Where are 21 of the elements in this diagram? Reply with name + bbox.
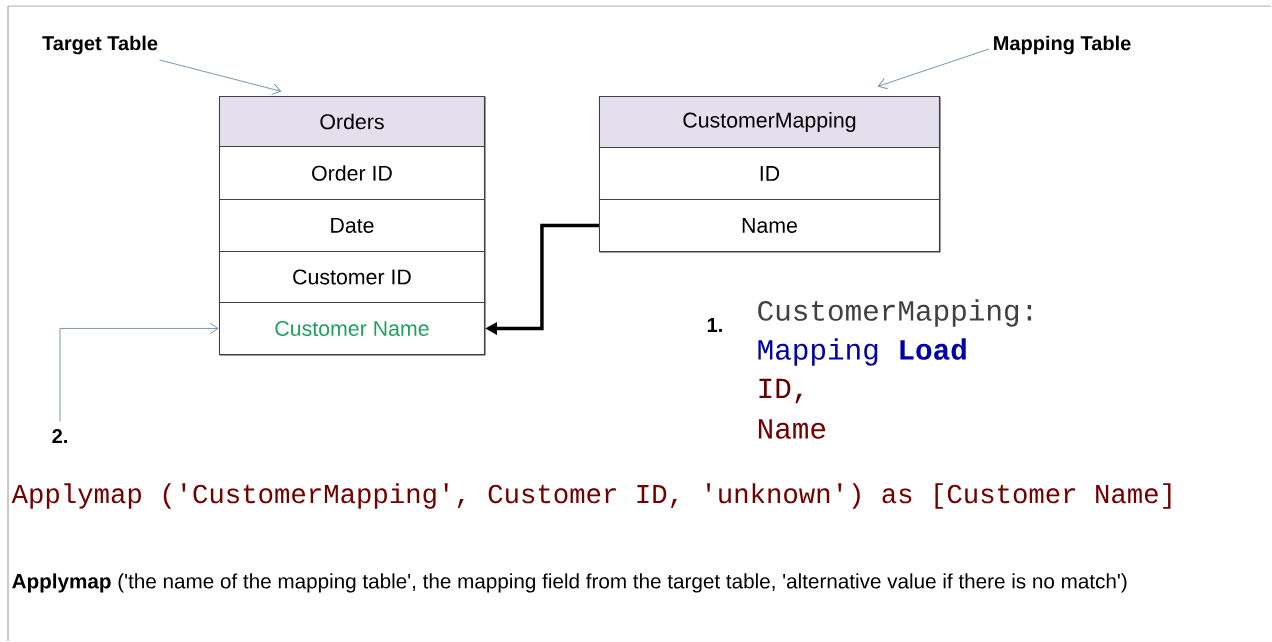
leader-line xyxy=(159,59,282,95)
explanation-text: Applymap ('the name of the mapping table', the mapping field from the target table, 'alternative value if there is no match') xyxy=(12,573,1127,593)
leader-line xyxy=(59,322,219,422)
table-cell: ID xyxy=(598,146,940,200)
table-header-cell: Orders xyxy=(218,95,485,147)
table-cell: Name xyxy=(598,198,940,252)
heading-text: Target Table xyxy=(42,35,158,55)
code-line: Mapping Load xyxy=(758,338,966,366)
code-line: ID, xyxy=(759,378,802,404)
table-cell: Customer Name xyxy=(218,301,485,355)
code-line: CustomerMapping: xyxy=(758,299,1032,327)
table-cell: Customer ID xyxy=(218,250,485,303)
leader-line xyxy=(877,48,990,90)
heading-text: 2. xyxy=(52,429,67,443)
table-cell: Date xyxy=(218,198,485,252)
table-cell: Order ID xyxy=(218,145,485,200)
step-number: 1. xyxy=(707,318,722,332)
table-header-cell: CustomerMapping xyxy=(598,95,940,148)
code-line: Applymap ('CustomerMapping', Customer ID, 'unknown') as [Customer Name] xyxy=(11,483,1171,509)
code-line: Name xyxy=(758,419,826,439)
heading-text: Mapping Table xyxy=(994,35,1131,55)
